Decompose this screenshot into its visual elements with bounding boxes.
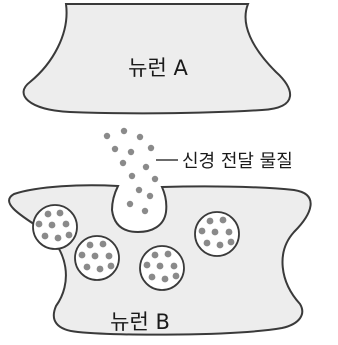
neurotransmitter-particles <box>103 127 159 215</box>
neuron-a-body <box>22 3 291 115</box>
synaptic-vesicle <box>32 204 78 250</box>
neuron-b-label: 뉴런 B <box>110 310 170 334</box>
synaptic-vesicle <box>139 245 185 291</box>
neurotransmitter-label: 신경 전달 물질 <box>182 151 293 172</box>
synaptic-vesicle <box>74 235 120 281</box>
synaptic-vesicle <box>194 211 240 257</box>
neuron-a-label: 뉴런 A <box>128 56 188 80</box>
